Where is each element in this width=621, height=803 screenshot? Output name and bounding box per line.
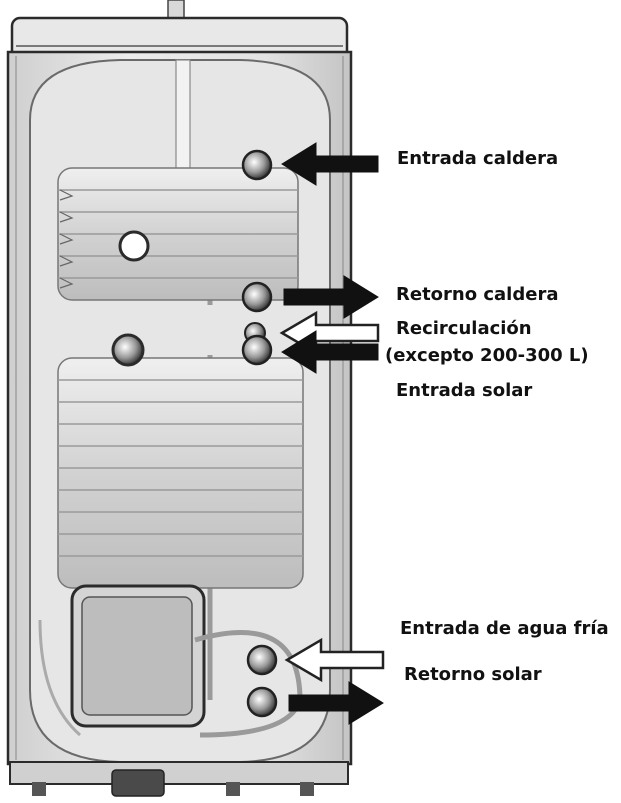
arrow-entrada-agua-fria [284,637,385,683]
arrow-retorno-solar [288,681,384,725]
drain-valve [111,769,165,797]
sensor-port-mid [111,333,145,367]
sensor-port-upper [118,230,150,262]
label-entrada-agua-fria: Entrada de agua fría [400,618,609,639]
tank-base [9,761,349,785]
top-pipe [167,0,185,19]
lower-coil [57,357,304,589]
label-retorno-caldera: Retorno caldera [396,284,559,305]
connection-ports [241,149,278,718]
label-entrada-caldera: Entrada caldera [397,148,559,169]
label-retorno-solar: Retorno solar [404,664,542,685]
upper-coil [57,167,299,301]
dip-tube [175,59,191,173]
arrow-entrada-solar [281,330,379,374]
arrow-entrada-caldera [281,142,379,186]
label-recirculacion-note: (excepto 200-300 L) [385,345,589,366]
label-recirculacion: Recirculación [396,318,532,339]
inspection-flange [70,584,206,728]
label-entrada-solar: Entrada solar [396,380,533,401]
arrow-retorno-caldera [283,275,379,319]
